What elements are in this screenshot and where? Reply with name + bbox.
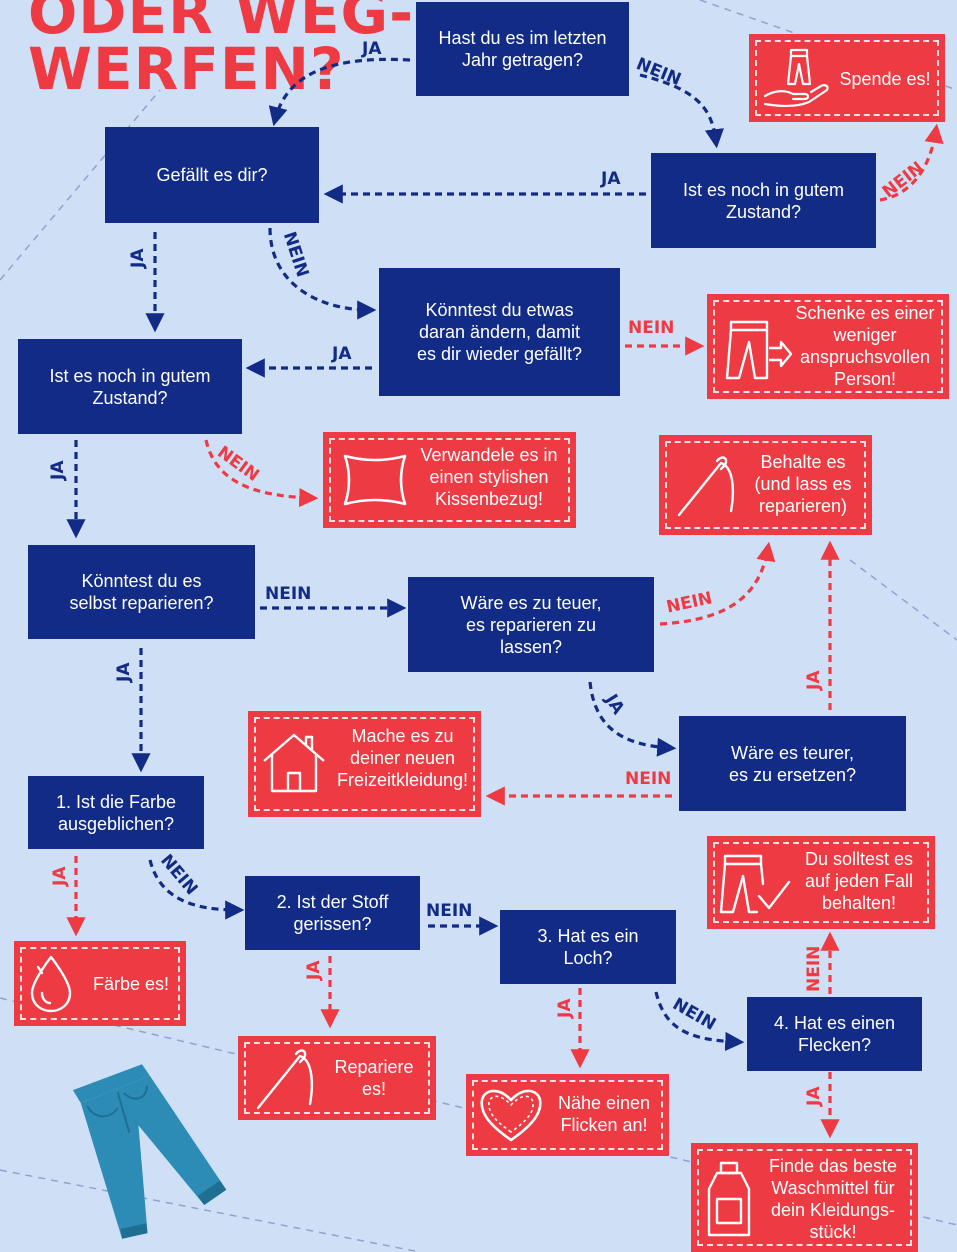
question-could-change: Könntest du etwas daran ändern, damit es… — [379, 268, 620, 396]
no-label: NEIN — [625, 769, 672, 789]
yes-label: JA — [128, 248, 148, 268]
answer-text: Färbe es! — [92, 974, 170, 994]
answer-text: Finde das beste Waschmittel für dein Kle… — [768, 1156, 898, 1242]
yes-label: JA — [804, 1086, 824, 1106]
jeans-icon — [72, 1064, 227, 1239]
question-fabric-torn: 2. Ist der Stoff gerissen? — [245, 876, 420, 950]
title-line-1: ODER WEG- — [28, 0, 415, 47]
answer-donate: Spende es! — [749, 34, 945, 122]
answer-text: Nähe einen Flicken an! — [557, 1093, 651, 1135]
answer-gift: Schenke es einer weniger anspruchsvollen… — [707, 294, 949, 399]
yes-label: JA — [48, 460, 68, 480]
detergent-bottle-icon — [707, 1161, 751, 1237]
answer-text: Schenke es einer weniger anspruchsvollen… — [795, 303, 935, 389]
answer-patch: Nähe einen Flicken an! — [466, 1074, 669, 1156]
yes-label: JA — [332, 344, 352, 364]
drop-icon — [30, 955, 72, 1013]
question-repair-too-expensive: Wäre es zu teuer, es reparieren zu lasse… — [408, 577, 654, 672]
answer-detergent: Finde das beste Waschmittel für dein Kle… — [691, 1143, 918, 1252]
yes-label: JA — [555, 998, 575, 1018]
no-label: NEIN — [628, 318, 675, 338]
no-label: NEIN — [265, 584, 312, 604]
question-good-condition: Ist es noch in gutem Zustand? — [18, 339, 242, 434]
heart-patch-icon — [480, 1089, 542, 1142]
answer-keep-repair: Behalte es (und lass es reparieren) — [659, 435, 872, 535]
house-icon — [263, 733, 325, 793]
yes-label: JA — [601, 169, 621, 189]
answer-text: Repariere es! — [334, 1057, 414, 1099]
answer-text: Verwandele es in einen stylishen Kissenb… — [420, 445, 558, 509]
question-do-you-like-it: Gefällt es dir? — [105, 127, 319, 223]
pillow-icon — [343, 454, 407, 506]
yes-label: JA — [804, 670, 824, 690]
pants-check-icon — [719, 854, 791, 914]
question-good-condition: Ist es noch in gutem Zustand? — [651, 153, 876, 248]
answer-repair: Repariere es! — [238, 1036, 436, 1120]
donate-hand-icon — [763, 48, 829, 108]
answer-text: Du solltest es auf jeden Fall behalten! — [804, 849, 914, 913]
answer-text: Spende es! — [839, 69, 931, 89]
yes-label: JA — [362, 39, 382, 59]
question-color-faded: 1. Ist die Farbe ausgeblichen? — [28, 776, 204, 849]
no-label: NEIN — [804, 945, 824, 992]
yes-label: JA — [114, 662, 134, 682]
question-worn-last-year: Hast du es im letzten Jahr getragen? — [416, 2, 629, 96]
answer-pillow: Verwandele es in einen stylishen Kissenb… — [323, 432, 576, 528]
yes-label: JA — [304, 960, 324, 980]
yes-label: JA — [50, 866, 70, 886]
needle-icon — [677, 456, 735, 517]
question-has-hole: 3. Hat es ein Loch? — [500, 910, 676, 984]
question-repair-yourself: Könntest du es selbst reparieren? — [28, 545, 255, 639]
answer-text: Behalte es (und lass es reparieren) — [754, 452, 852, 516]
question-replace-more-expensive: Wäre es teurer, es zu ersetzen? — [679, 716, 906, 811]
pants-gift-icon — [725, 320, 793, 380]
needle-icon — [256, 1049, 314, 1110]
answer-dye: Färbe es! — [14, 941, 186, 1026]
answer-keep: Du solltest es auf jeden Fall behalten! — [707, 836, 935, 929]
answer-leisure: Mache es zu deiner neuen Freizeitkleidun… — [248, 711, 481, 817]
question-has-stain: 4. Hat es einen Flecken? — [747, 997, 922, 1071]
answer-text: Mache es zu deiner neuen Freizeitkleidun… — [336, 726, 469, 790]
no-label: NEIN — [426, 901, 473, 921]
